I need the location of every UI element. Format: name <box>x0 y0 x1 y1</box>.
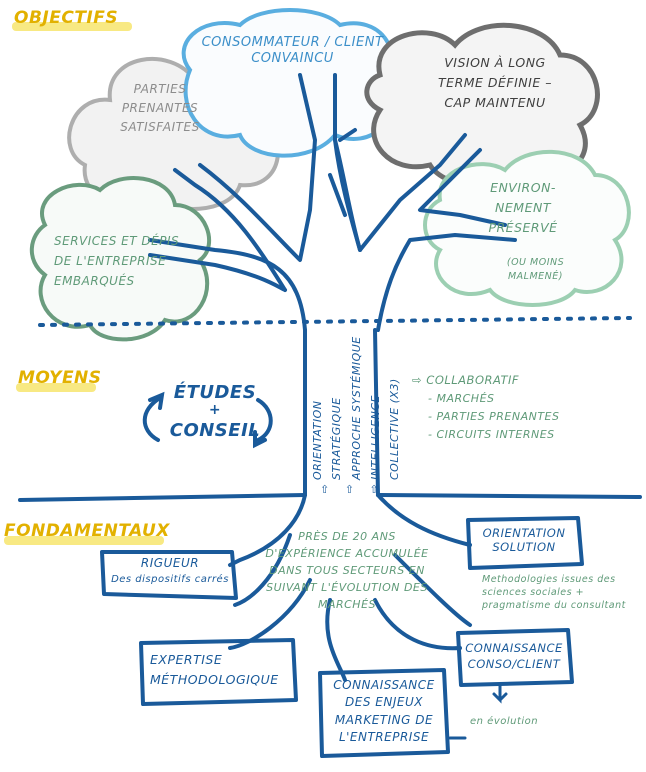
small-arrows <box>448 684 508 740</box>
objective-consommateur: CONSOMMATEUR / CLIENT CONVAINCU <box>201 35 384 67</box>
orientation-note: Methodologies issues des sciences social… <box>482 574 626 611</box>
connaissance-conso: CONNAISSANCE CONSO/CLIENT <box>465 641 563 672</box>
cloud-environnement <box>423 149 631 307</box>
section-moyens: MOYENS <box>18 368 102 388</box>
objective-parties-prenantes: PARTIES PRENANTES SATISFAITES <box>120 82 200 135</box>
section-objectifs: OBJECTIFS <box>14 8 119 28</box>
expertise-methodologique: EXPERTISE MÉTHODOLOGIQUE <box>150 652 279 687</box>
objective-environnement-note: (OU MOINS MALMENÉ) <box>506 257 565 283</box>
collab-item-parties: - PARTIES PRENANTES <box>428 410 560 423</box>
trunk-line-intelligence: INTELLIGENCE COLLECTIVE (X3) <box>368 378 401 480</box>
en-evolution-note: en évolution <box>470 716 539 727</box>
means-etudes: ÉTUDES <box>173 382 257 403</box>
rigueur-title: RIGUEUR <box>140 556 200 570</box>
orientation-solution: ORIENTATION SOLUTION <box>482 526 566 555</box>
dotted-ground-line <box>38 316 632 327</box>
means-conseil: CONSEIL <box>169 420 261 441</box>
collab-item-circuits: - CIRCUITS INTERNES <box>428 428 555 441</box>
trunk-line-approche: APPROCHE SYSTÉMIQUE <box>349 336 363 480</box>
objective-vision: VISION À LONG TERME DÉFINIE – CAP MAINTE… <box>438 55 552 110</box>
fundamental-experience: PRÈS DE 20 ANS D'EXPÉRIENCE ACCUMULÉE DA… <box>265 530 429 612</box>
cloud-services <box>29 176 212 342</box>
tree-outline <box>148 73 517 497</box>
means-plus: + <box>208 402 222 418</box>
trunk-line-orientation: ORIENTATION STRATÉGIQUE <box>311 397 344 480</box>
rigueur-subtitle: Des dispositifs carrés <box>111 574 229 585</box>
boxes <box>100 516 584 758</box>
connaissance-marketing: CONNAISSANCE DES ENJEUX MARKETING DE L'E… <box>333 678 435 745</box>
trunk-text: ORIENTATION STRATÉGIQUE APPROCHE SYSTÉMI… <box>308 320 401 480</box>
collab-item-marches: - MARCHÉS <box>428 392 495 405</box>
objective-services: SERVICES ET DÉPIS DE L'ENTREPRISE EMBARQ… <box>54 234 180 288</box>
objective-environnement: ENVIRON-NEMENT PRÉSERVÉ <box>488 180 558 235</box>
roots <box>18 493 642 682</box>
cloud-vision <box>364 22 600 189</box>
collab-title: ⇨ COLLABORATIF <box>412 373 520 387</box>
trunk-arrows: ⇧ ⇧ ⇧ <box>320 483 385 496</box>
cycle-arrows-icon <box>142 391 273 449</box>
section-fondamentaux: FONDAMENTAUX <box>4 521 170 541</box>
